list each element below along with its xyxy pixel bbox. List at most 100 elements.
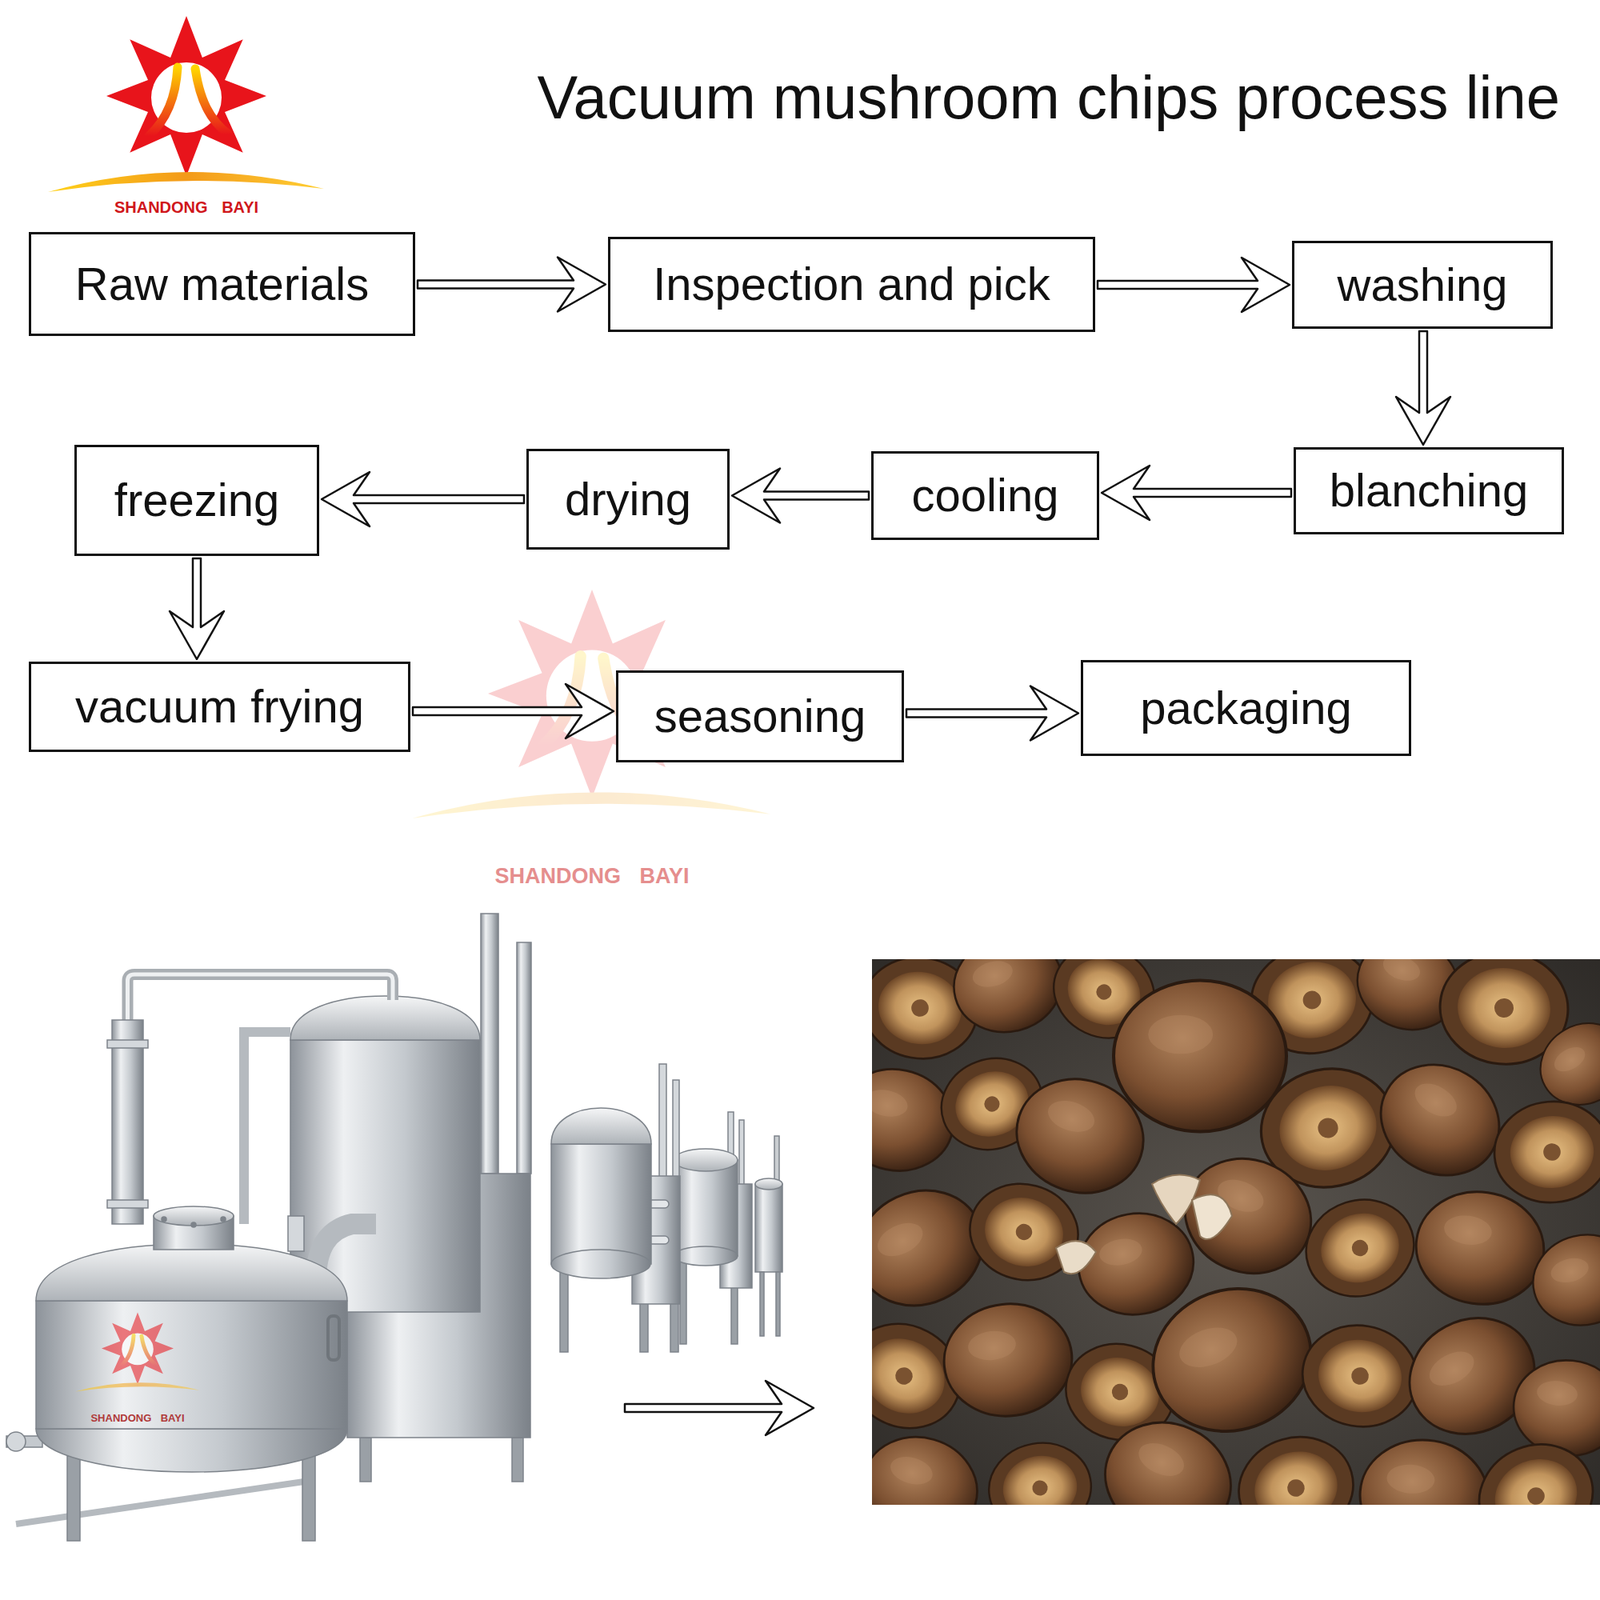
tank-leg — [776, 1272, 780, 1336]
mushroom-chip — [1250, 1056, 1407, 1200]
tank-leg — [67, 1456, 80, 1541]
tank-dome — [36, 1244, 348, 1301]
fryer-tank — [551, 1144, 652, 1264]
tank-leg — [670, 1296, 679, 1352]
fryer-tank — [290, 1040, 480, 1312]
tank-leg — [560, 1264, 568, 1352]
hollow-arrow — [624, 1380, 814, 1436]
vapor-pipe — [128, 974, 394, 1020]
logo-wordmark: SHANDONG BAYI — [90, 1412, 184, 1425]
tank-leg — [760, 1272, 764, 1336]
flange — [107, 1040, 148, 1048]
box-handle — [640, 1200, 669, 1208]
mushroom-chip — [928, 1044, 1056, 1164]
piston-cylinder — [480, 913, 499, 1174]
condenser — [112, 1020, 144, 1224]
mushroom-chip — [1508, 1355, 1600, 1462]
mushroom-chip — [943, 959, 1073, 1044]
logo-watermark — [75, 1312, 200, 1392]
mushroom-chip — [1113, 980, 1287, 1132]
piston-rod — [739, 1120, 744, 1188]
mushroom-chip — [1001, 1063, 1158, 1210]
box-handle — [416, 1280, 464, 1292]
piston-rod — [672, 1080, 680, 1180]
oil-tank — [36, 1300, 348, 1429]
process-box: drying — [526, 448, 730, 550]
mushroom-chip — [1293, 1185, 1427, 1310]
mushroom-chip — [981, 1435, 1099, 1505]
step-label: Inspection and pick — [652, 257, 1051, 312]
step-label: cooling — [912, 468, 1060, 523]
mushroom-chip — [1226, 1424, 1365, 1505]
flow-arrow — [906, 686, 1079, 741]
box-handle — [416, 1224, 464, 1236]
flow-arrow — [321, 472, 524, 527]
mushroom-chip — [1344, 959, 1472, 1044]
mushroom-chip — [872, 959, 986, 1068]
mushroom-chip — [1464, 1428, 1600, 1505]
mushroom-chip — [1294, 1316, 1426, 1436]
flow-arrow — [412, 684, 614, 739]
tank-dome — [551, 1108, 652, 1144]
flow-arrow — [1097, 257, 1290, 312]
frame-leg — [360, 1437, 372, 1482]
mushroom-chip — [959, 1172, 1089, 1292]
piston-rod — [774, 1136, 780, 1192]
floor-pipe — [16, 1481, 304, 1524]
mushroom-chip — [1168, 1140, 1329, 1292]
logo-wordmark: SHANDONG BAYI — [494, 864, 689, 889]
outlet-pipe — [6, 1436, 43, 1448]
process-box: vacuum frying — [28, 661, 411, 752]
tank-leg — [731, 1256, 738, 1344]
process-box: cooling — [871, 451, 1100, 540]
process-box: seasoning — [616, 670, 904, 763]
process-box: Raw materials — [28, 232, 416, 336]
tank-pan — [673, 1246, 738, 1266]
step-label: drying — [564, 472, 692, 527]
tank-dome — [755, 1178, 783, 1190]
process-box: blanching — [1293, 447, 1564, 535]
company-logo — [48, 16, 324, 192]
tank-handle — [328, 1316, 340, 1360]
mushroom-chip — [1435, 959, 1573, 1070]
mushroom-chip — [1360, 1043, 1520, 1196]
bolt — [191, 1222, 196, 1228]
valve — [288, 1216, 304, 1252]
bolt — [220, 1216, 226, 1222]
mushroom-chip — [938, 1297, 1078, 1423]
process-box: freezing — [74, 444, 320, 556]
mushroom-chip — [1523, 1224, 1600, 1336]
step-label: vacuum frying — [75, 680, 364, 734]
mushroom-chip — [1389, 1296, 1556, 1456]
mushroom-chip — [1408, 1184, 1552, 1313]
control-box — [632, 1176, 680, 1304]
mushroom-fragment — [1192, 1194, 1232, 1240]
tank-dome — [673, 1148, 738, 1172]
logo-wordmark: SHANDONG BAYI — [114, 198, 259, 217]
pipe-elbow — [316, 1224, 376, 1280]
fryer-tank — [673, 1160, 738, 1256]
mushroom-chip — [1525, 1008, 1600, 1121]
tank-leg — [640, 1280, 648, 1352]
mushroom-chip — [1244, 959, 1380, 1061]
flow-arrow — [1396, 331, 1451, 445]
flow-arrow — [732, 468, 869, 524]
mushroom-chip — [1490, 1096, 1600, 1208]
mushroom-fragment — [1056, 1240, 1096, 1274]
piston-cylinder — [516, 942, 532, 1174]
piston-rod — [728, 1112, 734, 1188]
pipe — [576, 1116, 628, 1136]
mushroom-chip — [1086, 1403, 1249, 1505]
step-label: packaging — [1140, 681, 1352, 736]
process-box: Inspection and pick — [608, 236, 1096, 332]
process-box: washing — [1292, 240, 1553, 329]
outlet-flange — [6, 1432, 26, 1452]
mushroom-chip — [1038, 959, 1169, 1055]
piston-rod — [659, 1064, 667, 1180]
flow-arrow — [1101, 465, 1292, 520]
process-box: packaging — [1080, 660, 1412, 756]
control-box — [347, 1173, 531, 1438]
fryer-tank — [755, 1184, 783, 1272]
photo-ground — [872, 959, 1600, 1505]
